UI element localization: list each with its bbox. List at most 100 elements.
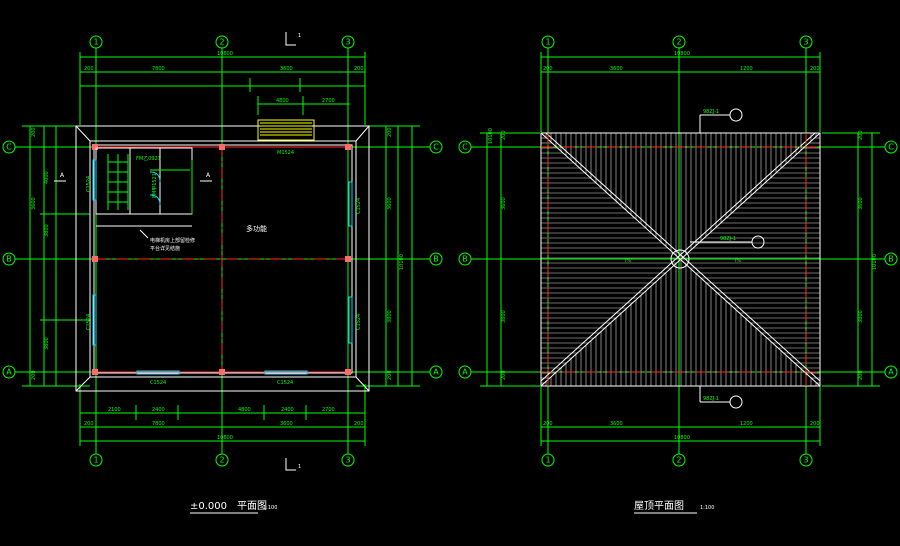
svg-text:200: 200 — [810, 421, 820, 427]
dim-chain-bottom: 2100 2400 4800 2400 2700 200 7800 3600 2… — [79, 384, 366, 446]
roof-axis-bubble-1-top: 1 — [541, 35, 555, 49]
roof-dim-chain-left: 10100 200 3600 3800 200 — [480, 128, 540, 387]
svg-text:200: 200 — [501, 130, 507, 140]
roof-plan-scale: 1:100 — [700, 505, 714, 511]
svg-text:1: 1 — [545, 456, 550, 465]
svg-text:B: B — [462, 255, 468, 264]
roof-axis-bubble-c-left: C — [458, 140, 472, 154]
svg-text:2: 2 — [676, 38, 681, 47]
svg-text:1: 1 — [93, 38, 98, 47]
stair-door-label: FM乙0921 — [136, 155, 161, 162]
svg-text:3600: 3600 — [610, 66, 623, 72]
floor-plan-scale: 1:100 — [263, 505, 277, 511]
section-marks: A A — [54, 172, 212, 182]
svg-text:98ZJ-1: 98ZJ-1 — [720, 236, 736, 242]
svg-text:2: 2 — [219, 38, 224, 47]
dim-chain-left: 200 4000 3800 3600 3800 200 — [22, 125, 90, 387]
svg-text:2700: 2700 — [322, 98, 335, 104]
roof-dim-chain-bottom: 200 3600 1200 200 10800 — [540, 386, 821, 446]
axis-bubble-2-top: 2 — [215, 35, 229, 49]
svg-text:10100: 10100 — [399, 254, 405, 270]
svg-text:3800: 3800 — [387, 310, 393, 323]
axis-bubble-c-left: C — [2, 140, 16, 154]
svg-text:C1524: C1524 — [277, 380, 293, 386]
svg-text:3600: 3600 — [501, 197, 507, 210]
stair-tag: FM甲1521 — [152, 173, 158, 198]
roof-axis-bubble-a-right: A — [884, 365, 898, 379]
svg-text:7800: 7800 — [152, 421, 165, 427]
svg-text:3600: 3600 — [387, 197, 393, 210]
svg-text:A: A — [206, 172, 211, 179]
svg-text:3: 3 — [345, 38, 350, 47]
svg-text:B: B — [6, 255, 12, 264]
svg-text:10100: 10100 — [488, 128, 494, 144]
svg-text:200: 200 — [501, 370, 507, 380]
svg-text:10800: 10800 — [217, 435, 233, 441]
svg-text:B: B — [888, 255, 894, 264]
svg-text:200: 200 — [387, 370, 393, 380]
svg-text:M1524: M1524 — [277, 150, 294, 156]
detail-ref-center: 98ZJ-1 — [690, 235, 765, 249]
roof-axis-bubble-3-bottom: 3 — [799, 453, 813, 467]
svg-text:A: A — [433, 368, 439, 377]
roof-dim-chain-right: 200 3600 10100 3800 200 — [822, 130, 880, 387]
axis-bubble-a-right: A — [429, 365, 443, 379]
note-line-2: 平台详见结施 — [150, 245, 180, 252]
slope-arrows: i% i% — [585, 175, 775, 340]
svg-text:C: C — [462, 143, 468, 152]
svg-text:2: 2 — [219, 456, 224, 465]
svg-text:A: A — [60, 172, 65, 179]
svg-text:200: 200 — [858, 370, 864, 380]
roof-axis-bubble-b-left: B — [458, 252, 472, 266]
svg-text:10800: 10800 — [217, 51, 233, 57]
svg-text:A: A — [888, 368, 894, 377]
svg-text:C: C — [433, 143, 439, 152]
roof-tile-lines — [541, 133, 820, 386]
stair-room: FM乙0921 FM甲1521 — [95, 147, 193, 227]
entry-steps: M1524 — [257, 119, 315, 156]
roof-axis-bubble-3-top: 3 — [799, 35, 813, 49]
svg-text:200: 200 — [84, 421, 94, 427]
svg-text:1: 1 — [93, 456, 98, 465]
svg-text:3: 3 — [345, 456, 350, 465]
svg-text:2: 2 — [676, 456, 681, 465]
floor-plan: 1 2 3 1 2 3 C B A C B A 10800 200 7800 — [2, 32, 443, 514]
svg-text:200: 200 — [543, 66, 553, 72]
svg-text:3600: 3600 — [610, 421, 623, 427]
svg-text:i%: i% — [735, 258, 741, 264]
axis-bubble-1-top: 1 — [89, 35, 103, 49]
cut-line-marks: 1 1 — [285, 32, 301, 471]
svg-text:C: C — [888, 143, 894, 152]
axis-bubble-b-left: B — [2, 252, 16, 266]
svg-text:200: 200 — [31, 370, 37, 380]
svg-text:1200: 1200 — [740, 421, 753, 427]
dim-chain-top: 10800 200 7800 3600 200 4800 2700 — [79, 51, 366, 125]
svg-text:200: 200 — [31, 127, 37, 137]
windows: C1524 C1524 C1524 C1524 C1524 C1524 — [86, 159, 362, 386]
svg-text:200: 200 — [354, 66, 364, 72]
detail-ref-top: 98ZJ-1 — [699, 108, 743, 133]
axis-bubble-c-right: C — [429, 140, 443, 154]
svg-text:A: A — [6, 368, 12, 377]
svg-text:200: 200 — [858, 130, 864, 140]
svg-text:4800: 4800 — [238, 407, 251, 413]
svg-text:200: 200 — [84, 66, 94, 72]
svg-text:C1524: C1524 — [356, 198, 362, 214]
svg-text:200: 200 — [543, 421, 553, 427]
svg-text:3800: 3800 — [501, 310, 507, 323]
svg-text:4800: 4800 — [276, 98, 289, 104]
svg-text:3600: 3600 — [31, 197, 37, 210]
roof-axis-bubble-2-top: 2 — [672, 35, 686, 49]
svg-text:10800: 10800 — [674, 51, 690, 57]
svg-text:B: B — [433, 255, 439, 264]
room-label: 多功能 — [246, 224, 267, 233]
svg-text:3600: 3600 — [858, 197, 864, 210]
detail-ref-bottom: 98ZJ-1 — [699, 386, 743, 409]
svg-text:C1524: C1524 — [150, 380, 166, 386]
floor-plan-title: ±0.000 平面图 — [190, 500, 267, 512]
svg-text:7800: 7800 — [152, 66, 165, 72]
roof-axis-bubble-c-right: C — [884, 140, 898, 154]
svg-text:C1524: C1524 — [356, 314, 362, 330]
roof-plan-title: 屋顶平面图 — [634, 500, 684, 512]
